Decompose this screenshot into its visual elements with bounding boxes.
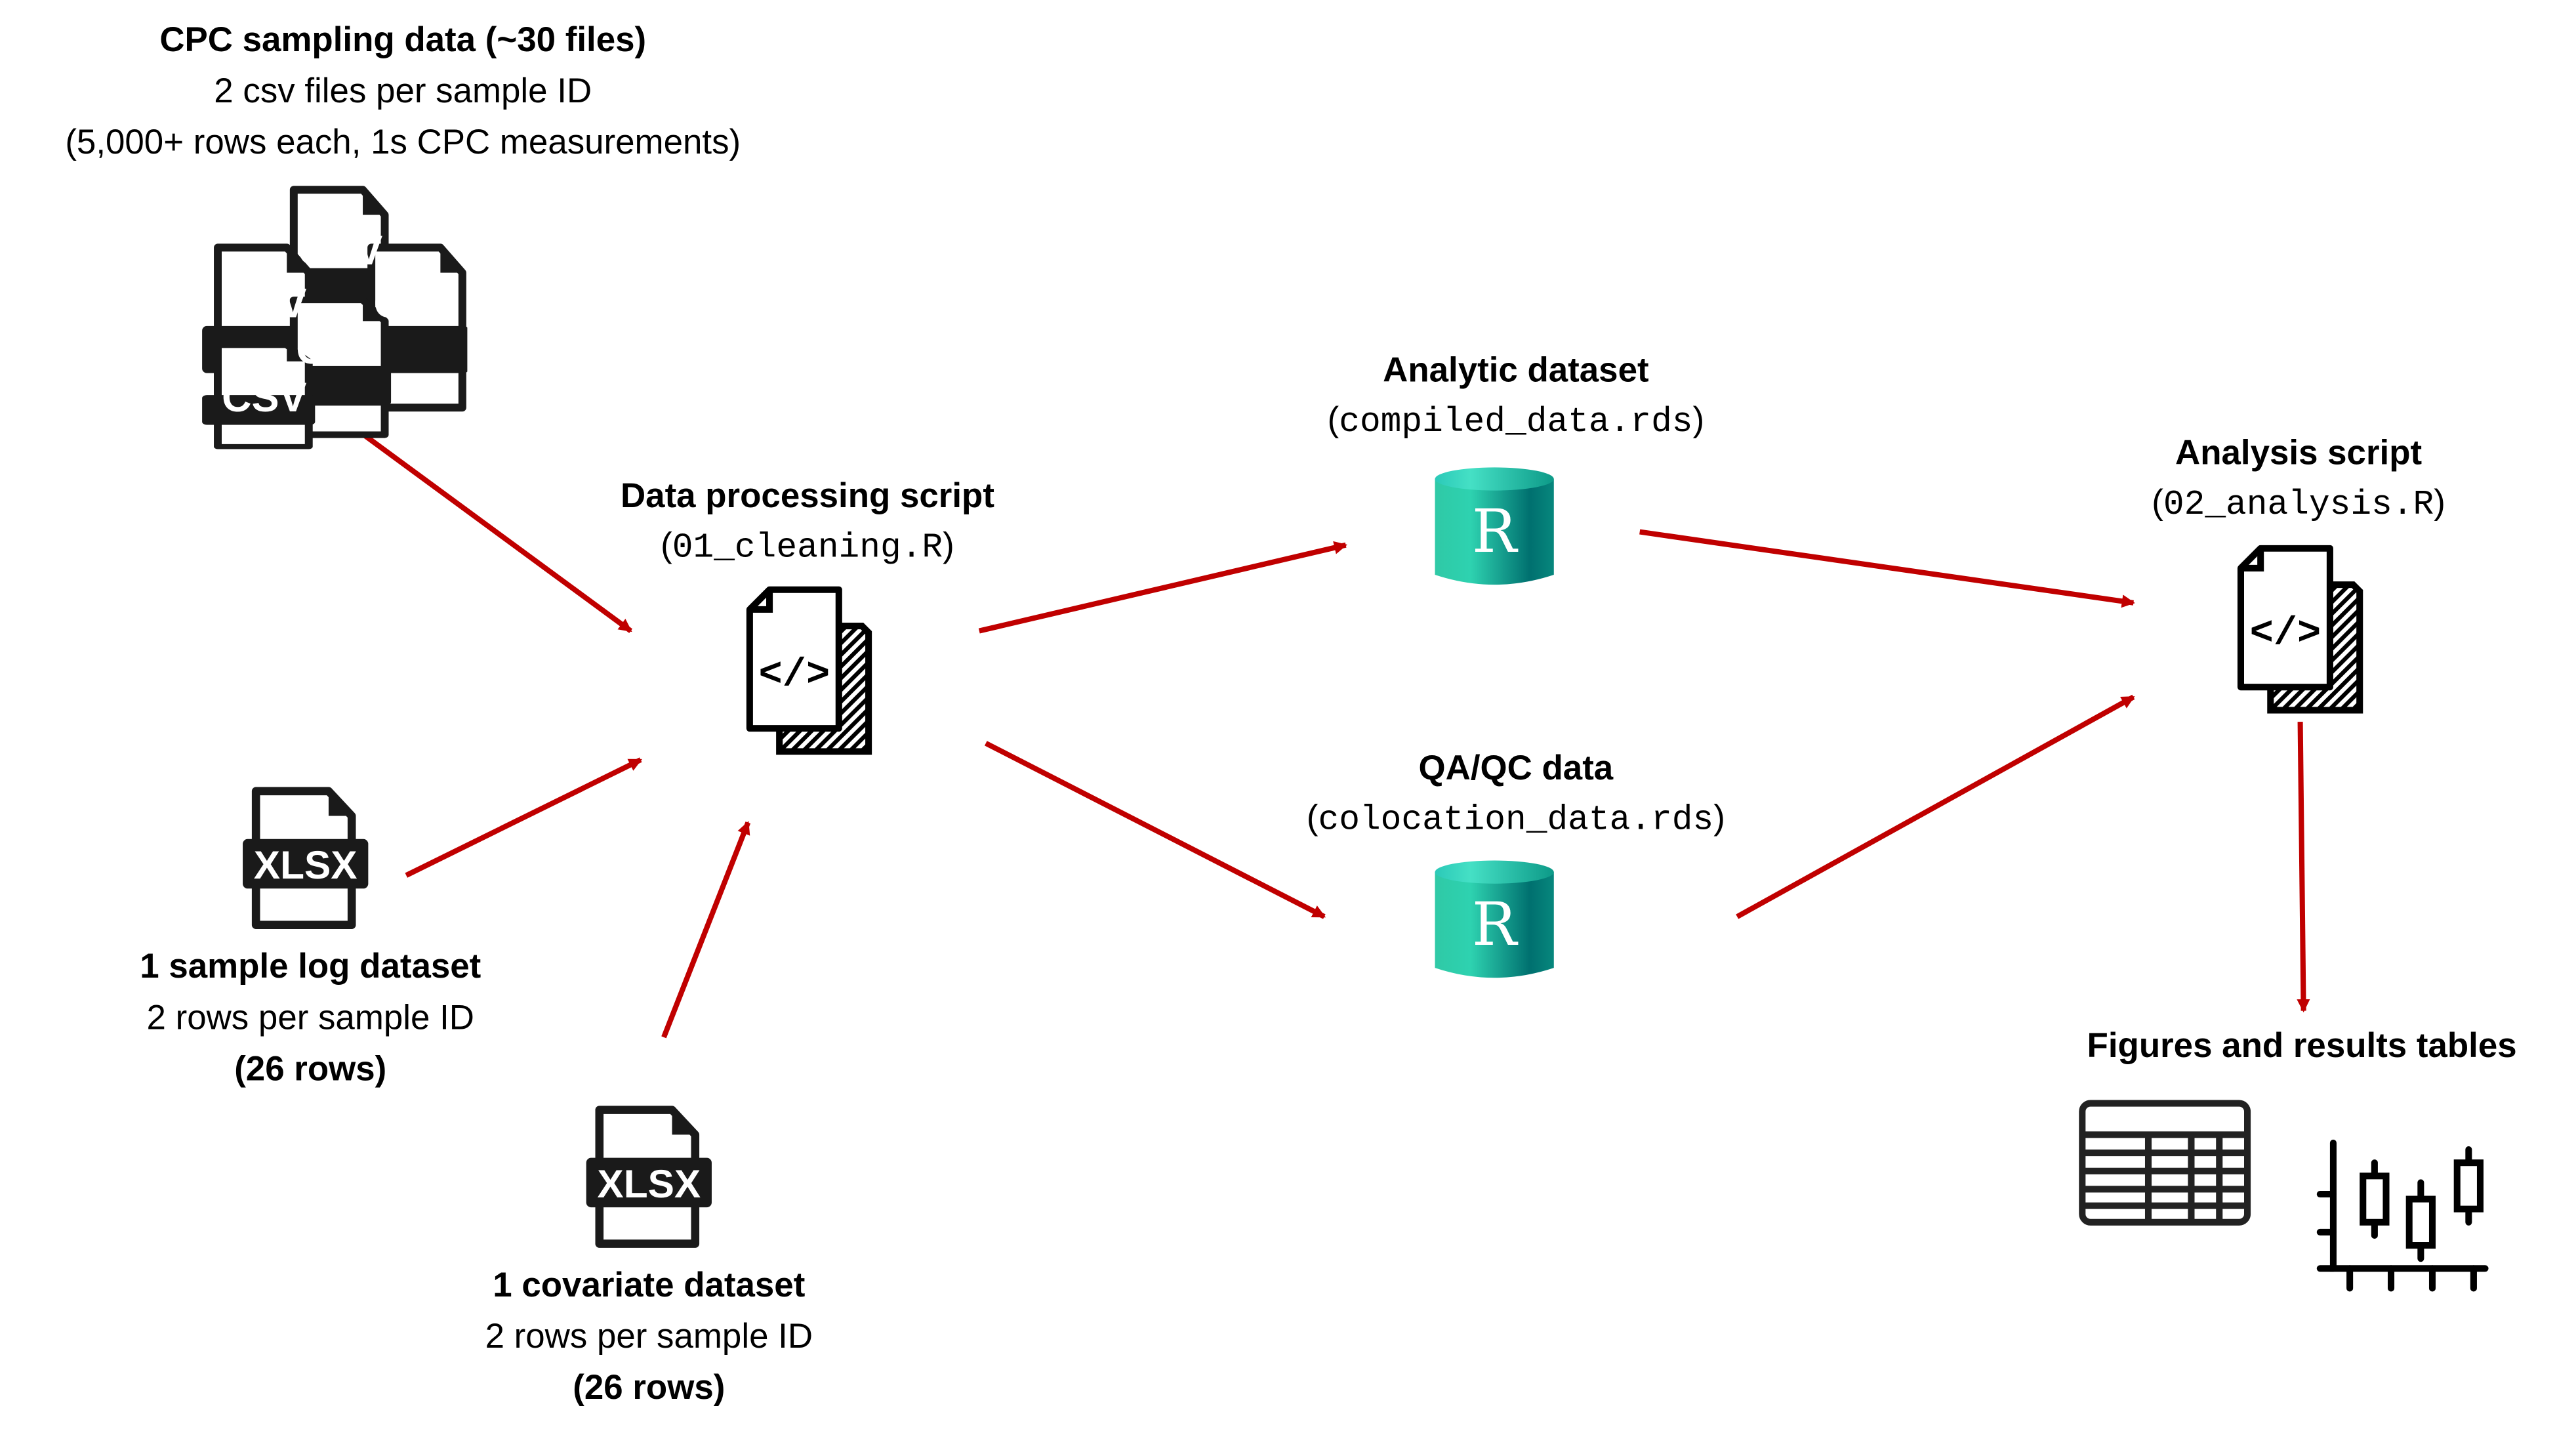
analysis-script-icon: </> <box>2237 545 2363 714</box>
analytic-filename: (compiled_data.rds) <box>1327 401 1705 443</box>
arrow-cpc-to-processing <box>337 414 632 633</box>
sample-log-rows-per-id: 2 rows per sample ID <box>146 999 474 1037</box>
cpc-rows-note: (5,000+ rows each, 1s CPC measurements) <box>65 123 741 162</box>
arrow-qaqc-to-analysis <box>1736 694 2135 919</box>
arrow-processing-to-analytic <box>978 541 1348 634</box>
svg-text:CSV: CSV <box>222 280 306 326</box>
candlestick-chart-icon <box>2316 1139 2489 1292</box>
svg-text:R: R <box>1472 497 1519 566</box>
analytic-title: Analytic dataset <box>1383 352 1649 390</box>
cpc-files-per-sample: 2 csv files per sample ID <box>214 72 592 111</box>
svg-text:CSV: CSV <box>296 327 380 373</box>
processing-script-icon: </> <box>746 586 872 755</box>
covariate-rows-per-id: 2 rows per sample ID <box>485 1317 813 1356</box>
xlsx-file-icon: XLSX <box>586 1106 712 1248</box>
svg-text:R: R <box>1472 890 1519 959</box>
svg-text:</>: </> <box>758 653 830 698</box>
sample-log-title: 1 sample log dataset <box>140 947 481 986</box>
table-icon <box>2079 1100 2251 1226</box>
qaqc-filename: (colocation_data.rds) <box>1306 799 1725 841</box>
svg-text:CSV: CSV <box>222 375 306 421</box>
qaqc-title: QA/QC data <box>1418 749 1614 788</box>
sample-log-row-count: (26 rows) <box>234 1050 387 1089</box>
analysis-filename: (02_analysis.R) <box>2152 484 2445 526</box>
processing-title: Data processing script <box>620 477 994 516</box>
arrow-analysis-to-outputs <box>2297 722 2310 1013</box>
r-database-icon: R <box>1435 467 1554 585</box>
r-database-icon: R <box>1435 860 1554 978</box>
arrow-analytic-to-analysis <box>1639 529 2135 608</box>
covariate-row-count: (26 rows) <box>573 1369 726 1407</box>
analysis-title: Analysis script <box>2175 434 2423 472</box>
processing-filename: (01_cleaning.R) <box>661 527 954 568</box>
svg-text:XLSX: XLSX <box>597 1161 701 1206</box>
svg-text:CSV: CSV <box>374 280 459 326</box>
xlsx-file-icon: XLSX <box>243 787 369 929</box>
csv-files-icon: CSV CSV CSV CSV CSV <box>195 178 467 451</box>
arrow-processing-to-qaqc <box>984 741 1326 919</box>
outputs-title: Figures and results tables <box>2087 1027 2517 1066</box>
svg-text:XLSX: XLSX <box>254 842 358 887</box>
arrow-samplelog-to-processing <box>405 757 642 878</box>
covariate-title: 1 covariate dataset <box>493 1266 806 1305</box>
cpc-title: CPC sampling data (~30 files) <box>159 21 647 60</box>
svg-text:</>: </> <box>2250 612 2321 657</box>
svg-text:CSV: CSV <box>298 228 382 274</box>
arrow-covariate-to-processing <box>661 821 751 1039</box>
